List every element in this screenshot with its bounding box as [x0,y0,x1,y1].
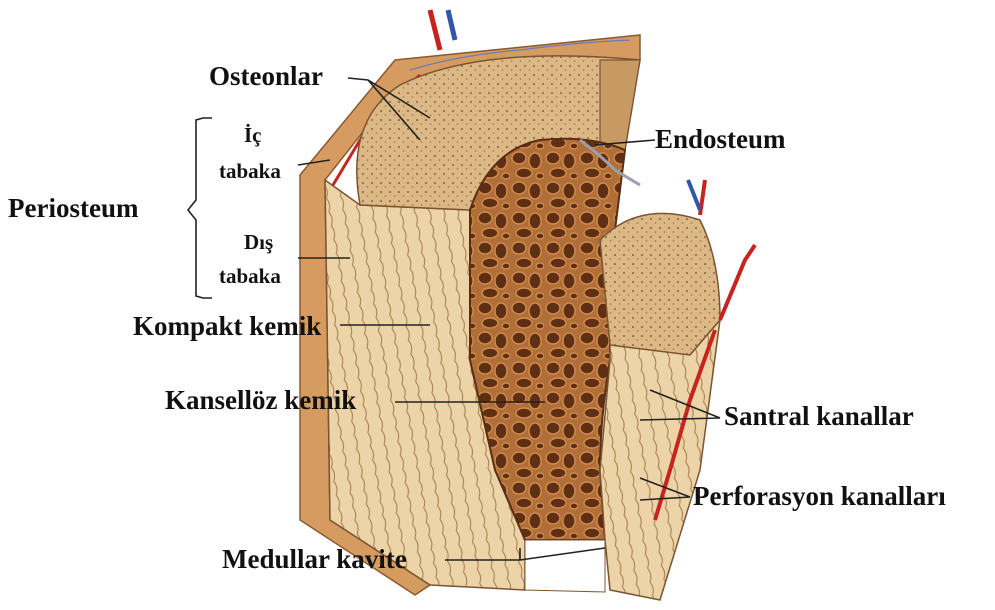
label-endosteum: Endosteum [655,125,786,155]
label-kansellöz: Kansellöz kemik [165,386,356,416]
label-dis-tabaka: tabaka [219,265,281,288]
label-periosteum: Periosteum [8,194,138,224]
label-osteonlar: Osteonlar [209,62,323,92]
label-perforasyon: Perforasyon kanalları [693,482,946,512]
medullary-cavity [525,540,605,592]
label-santral: Santral kanallar [724,402,914,432]
compact-bone-right [600,213,720,356]
label-ic-tabaka: tabaka [219,160,281,183]
label-ic: İç [244,124,262,147]
label-kompakt: Kompakt kemik [133,312,321,342]
top-vessels [430,10,440,50]
label-dis: Dış [244,231,273,254]
label-medullar: Medullar kavite [222,545,407,575]
